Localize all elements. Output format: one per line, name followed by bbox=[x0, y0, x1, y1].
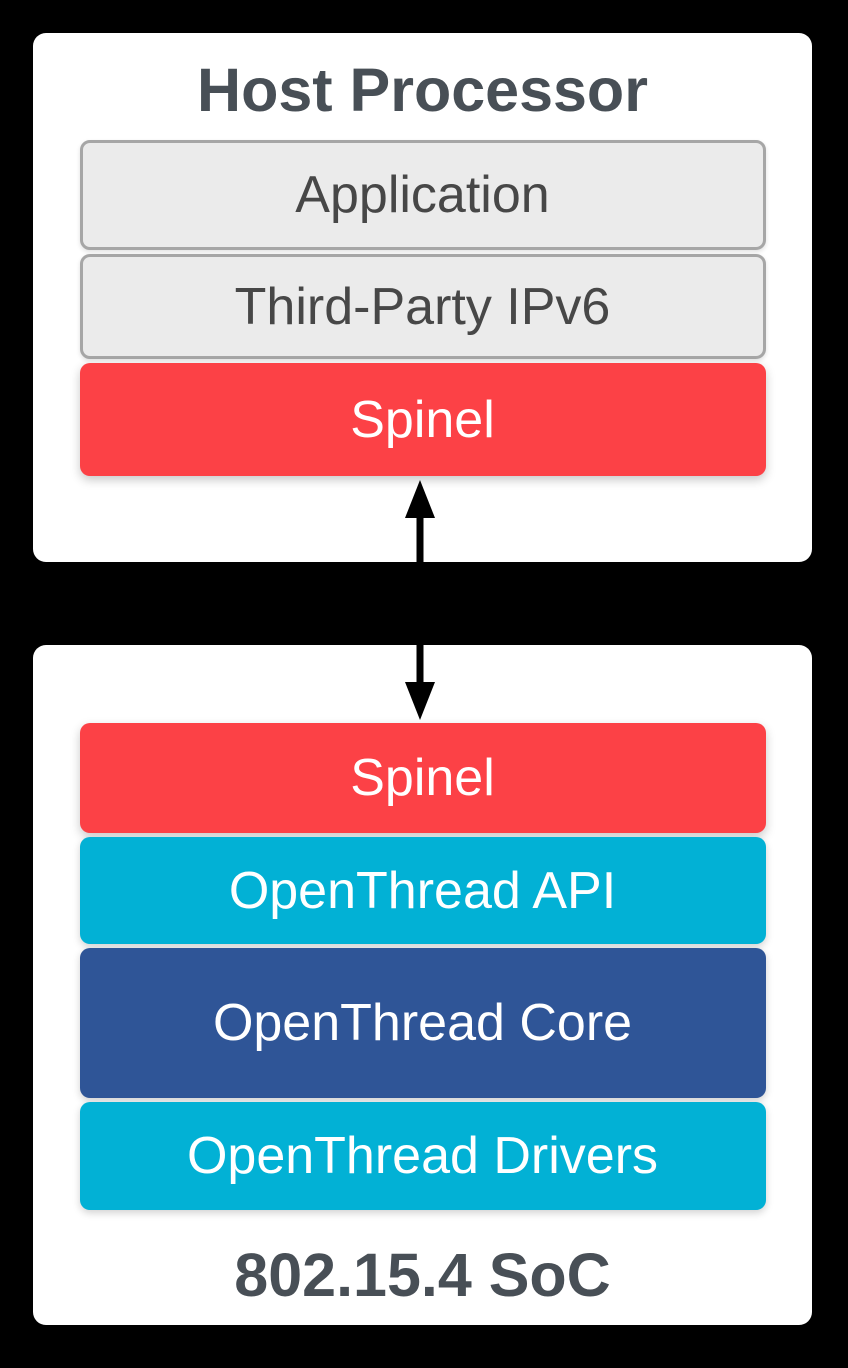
bidirectional-arrow-icon bbox=[405, 480, 435, 720]
layer-spinel-soc: Spinel bbox=[79, 723, 766, 833]
layer-application: Application bbox=[79, 140, 766, 251]
soc-card: Spinel OpenThread API OpenThread Core Op… bbox=[33, 645, 812, 1325]
soc-card-title: 802.15.4 SoC bbox=[234, 1241, 611, 1309]
layer-third-party-ipv6: Third-Party IPv6 bbox=[79, 254, 766, 360]
layer-application-label: Application bbox=[295, 166, 550, 225]
layer-openthread-drivers: OpenThread Drivers bbox=[79, 1102, 766, 1210]
layer-spinel-host-label: Spinel bbox=[350, 390, 495, 449]
layer-openthread-drivers-label: OpenThread Drivers bbox=[186, 1127, 659, 1185]
host-processor-card: Host Processor Application Third-Party I… bbox=[33, 33, 812, 562]
layer-openthread-core-label: OpenThread Core bbox=[212, 994, 633, 1052]
host-card-title: Host Processor bbox=[197, 56, 648, 124]
layer-third-party-ipv6-label: Third-Party IPv6 bbox=[234, 277, 611, 336]
soc-layer-stack: Spinel OpenThread API OpenThread Core Op… bbox=[79, 723, 766, 1210]
layer-openthread-api-label: OpenThread API bbox=[228, 861, 617, 920]
host-layer-stack: Application Third-Party IPv6 Spinel bbox=[79, 140, 766, 477]
layer-spinel-soc-label: Spinel bbox=[350, 749, 495, 807]
layer-openthread-api: OpenThread API bbox=[79, 837, 766, 944]
layer-openthread-core: OpenThread Core bbox=[79, 948, 766, 1098]
layer-spinel-host: Spinel bbox=[79, 363, 766, 477]
